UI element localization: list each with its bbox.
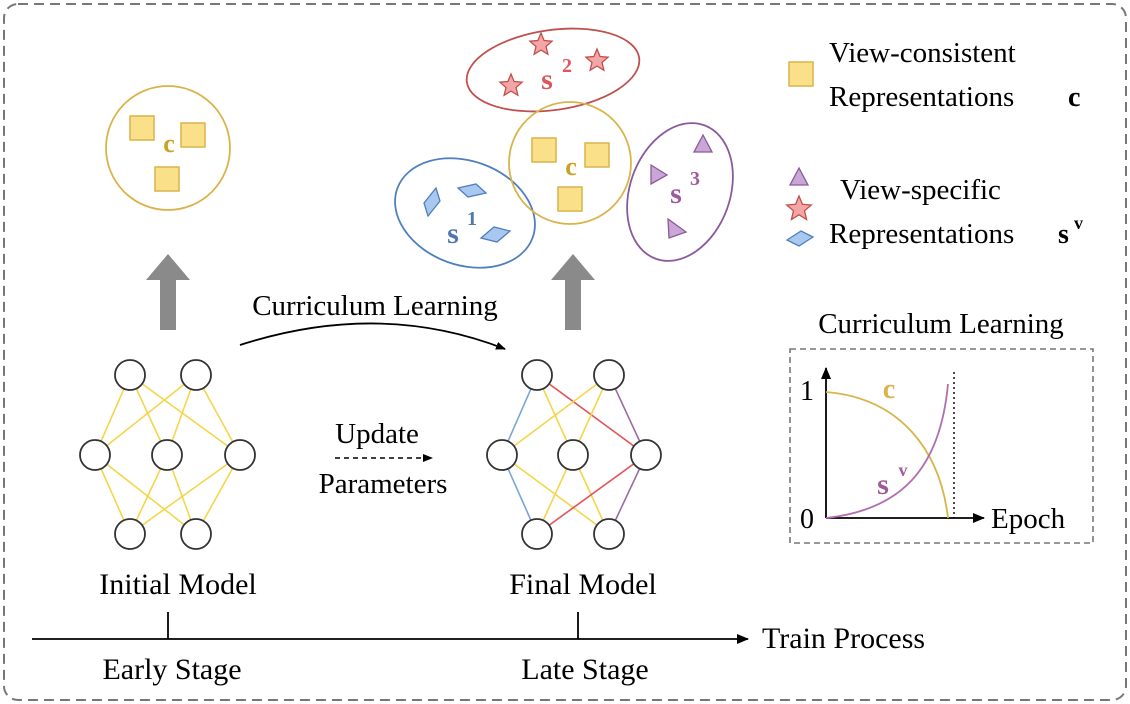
square-icon (531, 137, 557, 163)
diamond-icon (785, 230, 815, 247)
network-node (151, 439, 183, 471)
legend-consistent-line1: View-consistent (829, 37, 1016, 69)
update-label-line2: Parameters (319, 468, 448, 500)
up-arrow-icon (551, 254, 595, 330)
diamond-icon (479, 226, 512, 243)
network-node (630, 439, 662, 471)
network-node (486, 439, 518, 471)
square-icon (180, 122, 206, 148)
star-icon (498, 72, 524, 97)
curriculum-arrow (239, 322, 506, 350)
triangle-icon (667, 217, 688, 239)
view2-label: s (541, 63, 553, 96)
network-node (114, 359, 146, 391)
triangle-icon (650, 163, 669, 186)
inset-plot (821, 367, 985, 523)
triangle-icon (788, 166, 810, 186)
late-stage-label: Late Stage (521, 653, 648, 686)
view2-superscript: 2 (562, 55, 572, 77)
inset-y-top-label: 1 (800, 376, 814, 407)
inset-border (789, 348, 1094, 544)
network-node (180, 518, 212, 550)
square-icon (584, 142, 610, 168)
view3-superscript: 3 (690, 168, 700, 190)
square-icon (129, 115, 155, 141)
final-model-network (486, 359, 662, 550)
network-node (79, 439, 111, 471)
square-icon (557, 186, 583, 212)
view1-label: s (447, 217, 459, 250)
network-node (180, 359, 212, 391)
consistent-curve (825, 391, 949, 519)
train-process-label: Train Process (762, 622, 925, 655)
network-node (521, 359, 553, 391)
late-shared-cluster: c (508, 101, 632, 225)
network-node (114, 518, 146, 550)
curriculum-learning-label: Curriculum Learning (252, 290, 498, 322)
triangle-icon (692, 133, 714, 153)
diamond-icon (456, 183, 488, 198)
network-node (521, 518, 553, 550)
view3-label: s (670, 177, 682, 210)
star-icon (785, 194, 813, 221)
specific-curve (825, 383, 949, 519)
legend-consistent-symbol: c (1068, 82, 1080, 113)
legend-specific-line1: View-specific (840, 174, 1001, 206)
inset-c-label: c (883, 374, 895, 405)
inset-s-label: s (877, 468, 889, 501)
network-node (557, 439, 589, 471)
up-arrow-icon (146, 254, 190, 330)
network-node (593, 518, 625, 550)
early-stage-label: Early Stage (102, 653, 241, 686)
legend-specific-sup: v (1074, 213, 1083, 233)
initial-model-network (79, 359, 256, 550)
network-node (224, 439, 256, 471)
update-label-line1: Update (335, 418, 419, 450)
legend-specific-symbol: s (1058, 219, 1069, 250)
shared-cluster-label: c (163, 129, 175, 158)
legend: View-consistent Representations c View-s… (785, 37, 1083, 250)
inset-s-sup: v (899, 460, 908, 480)
star-icon (528, 31, 554, 56)
outer-border (3, 3, 1127, 701)
inset-x-label: Epoch (991, 503, 1066, 535)
shared-cluster-label: c (565, 152, 577, 181)
view1-cluster: s 1 (394, 157, 536, 269)
view1-superscript: 1 (467, 208, 477, 230)
final-model-label: Final Model (509, 568, 657, 601)
square-icon (788, 61, 814, 87)
network-node (593, 359, 625, 391)
train-timeline (32, 612, 749, 644)
view2-cluster: s 2 (465, 27, 641, 113)
diamond-icon (423, 186, 441, 218)
square-icon (154, 166, 180, 192)
early-representation-cluster: c (105, 85, 231, 211)
legend-specific-line2: Representations (829, 218, 1014, 250)
view3-cluster: s 3 (626, 122, 734, 262)
inset-title: Curriculum Learning (818, 308, 1064, 340)
inset-y-zero-label: 0 (800, 504, 814, 535)
initial-model-label: Initial Model (99, 568, 256, 601)
legend-consistent-line2: Representations (829, 81, 1014, 113)
star-icon (584, 47, 610, 72)
